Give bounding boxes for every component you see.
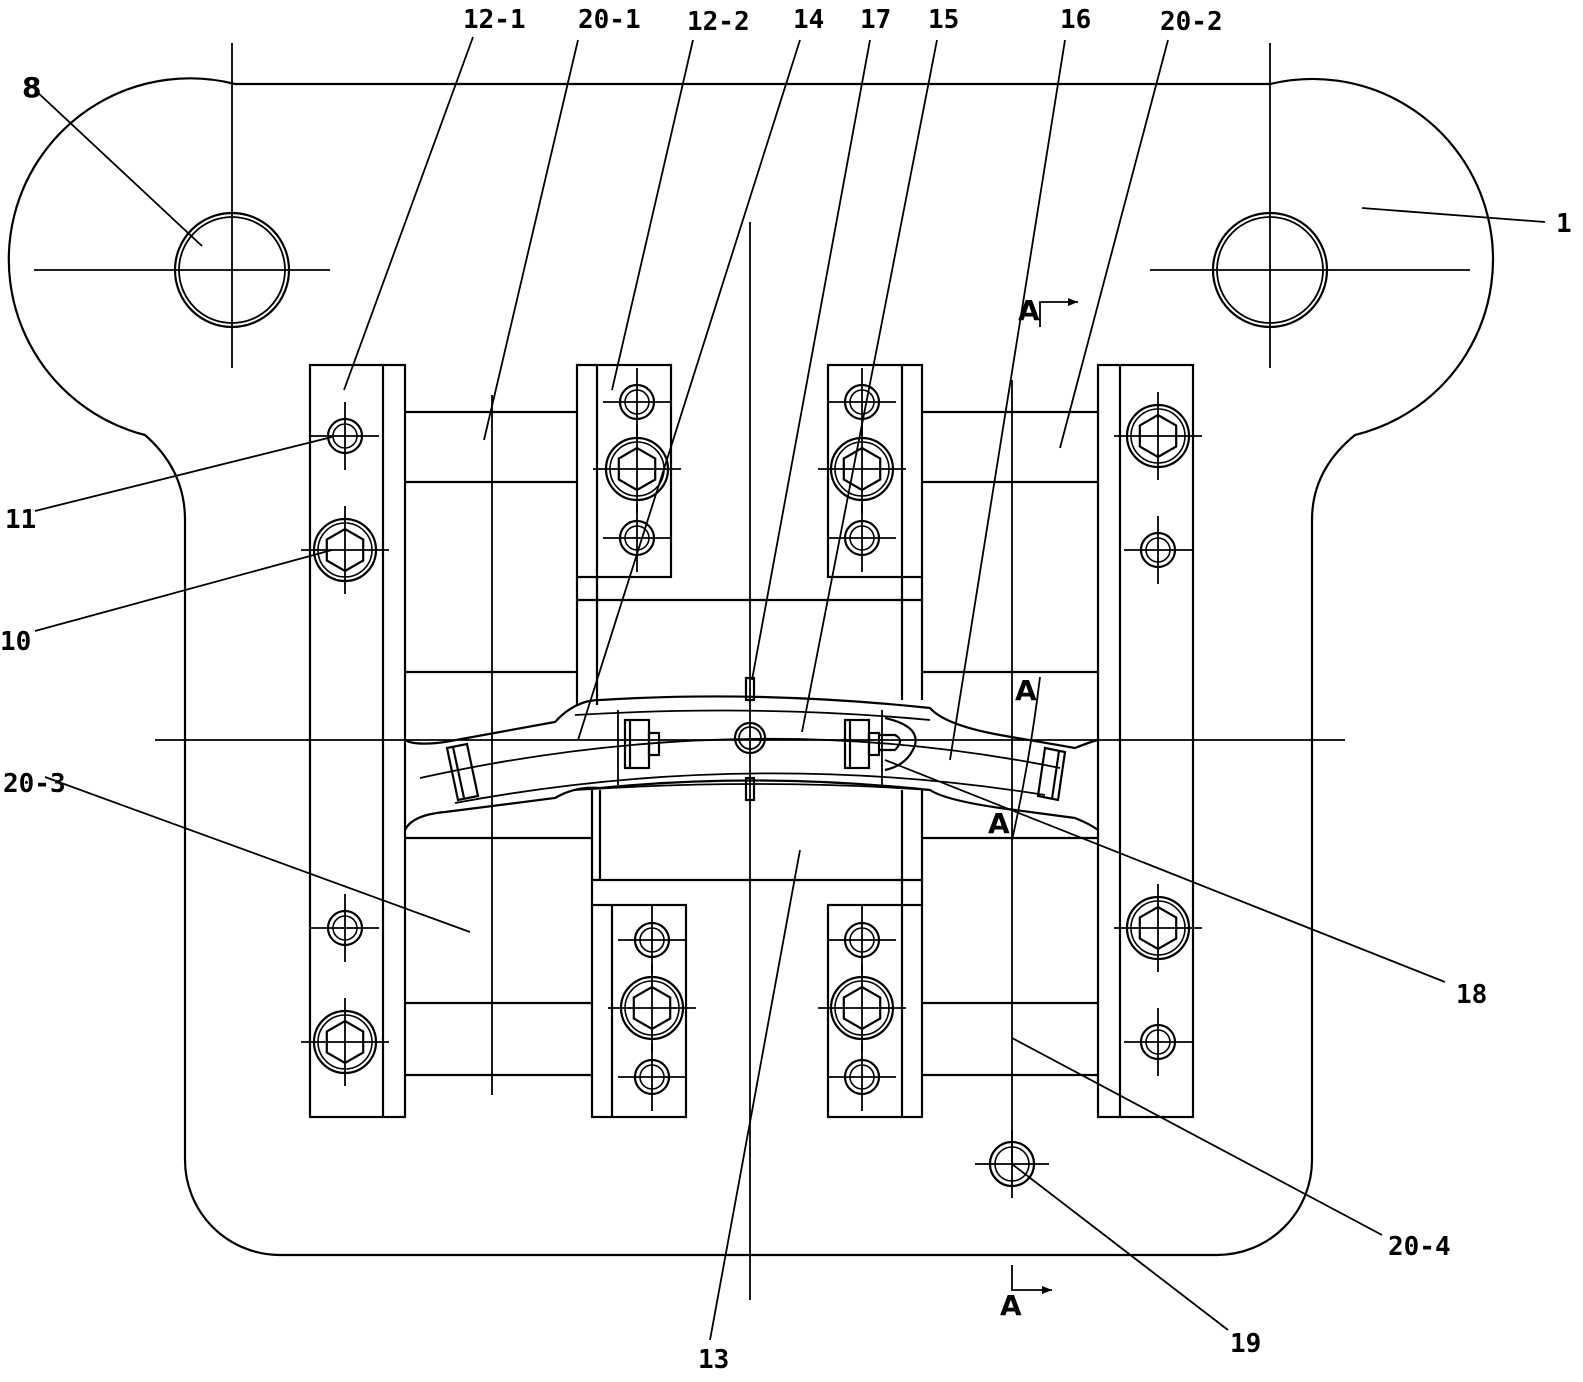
svg-text:A: A (1015, 674, 1037, 707)
bolt-block-ul (593, 425, 681, 513)
pin-block-lr-bottom (828, 1043, 896, 1111)
section-mark-top: A (1018, 294, 1078, 327)
bolt-block-lr (818, 964, 906, 1052)
part-labels: 8 12-1 20-1 12-2 14 17 15 16 20-2 1 11 1… (0, 5, 1572, 1375)
fasteners (301, 368, 1202, 1198)
label-20-3: 20-3 (3, 769, 66, 799)
clamp-block-lower-left (592, 905, 686, 1117)
bolt-right-bar-top (1114, 392, 1202, 480)
pin-block-ll-top (618, 906, 686, 974)
svg-text:A: A (1000, 1289, 1022, 1322)
curve-end-pad-right (1038, 748, 1065, 800)
bolt-block-ur (818, 425, 906, 513)
pin-left-bar-bottom (311, 894, 379, 962)
screw-clamp-right (845, 718, 916, 770)
label-20-2: 20-2 (1160, 7, 1223, 37)
pin-block-ul-bottom (603, 504, 671, 572)
pin-right-bar-bottom (1124, 1008, 1192, 1076)
guide-rails (405, 412, 1098, 1075)
label-11: 11 (5, 505, 36, 535)
label-19: 19 (1230, 1329, 1261, 1359)
clamp-block-upper-left (577, 365, 671, 577)
label-15: 15 (928, 5, 959, 35)
label-1: 1 (1556, 209, 1572, 239)
label-12-1: 12-1 (463, 5, 526, 35)
curve-end-pad-left (447, 744, 478, 800)
curved-workpiece-inner (420, 711, 1060, 803)
label-17: 17 (860, 5, 891, 35)
label-13: 13 (698, 1345, 729, 1375)
clamp-block-upper-right (828, 365, 922, 577)
clamp-bar-right (1098, 365, 1193, 1117)
leader-lines (35, 37, 1545, 1340)
clamp-block-lower-right (828, 905, 922, 1117)
pin-right-bar-top (1124, 516, 1192, 584)
pin-left-bar-top (311, 402, 379, 470)
pin-block-lr-top (828, 906, 896, 974)
section-mark-bottom: A (1000, 1265, 1052, 1322)
label-18: 18 (1456, 980, 1487, 1010)
label-16: 16 (1060, 5, 1091, 35)
pin-block-ur-bottom (828, 504, 896, 572)
label-8: 8 (22, 71, 41, 104)
bolt-left-bar-top (301, 506, 389, 594)
bolt-left-bar-bottom (301, 998, 389, 1086)
clamp-bar-left (310, 365, 405, 1117)
label-14: 14 (793, 5, 824, 35)
svg-text:A: A (988, 807, 1010, 840)
label-10: 10 (0, 627, 31, 657)
bolt-right-bar-bottom (1114, 884, 1202, 972)
pin-block-ll-bottom (618, 1043, 686, 1111)
label-20-1: 20-1 (578, 5, 641, 35)
svg-text:A: A (1018, 294, 1040, 327)
label-20-4: 20-4 (1388, 1232, 1451, 1262)
bolt-block-ll (608, 964, 696, 1052)
label-12-2: 12-2 (687, 7, 750, 37)
